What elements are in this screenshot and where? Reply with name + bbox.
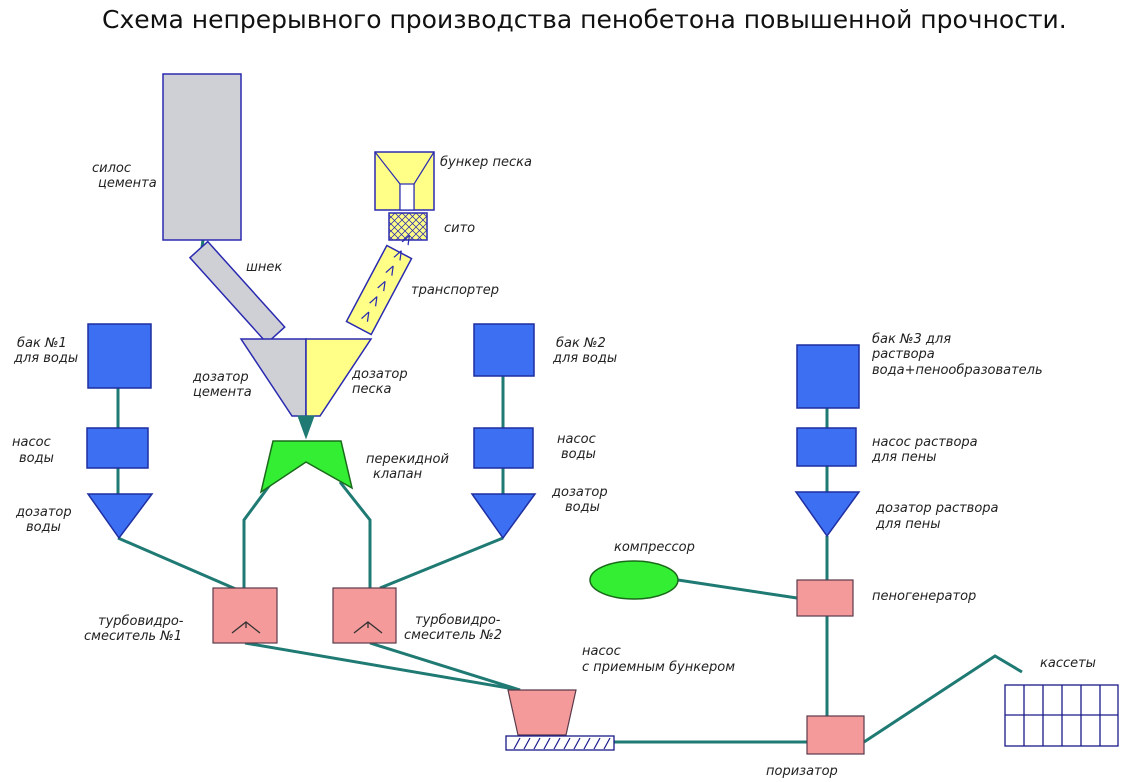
pump-2-label: насос воды bbox=[557, 432, 600, 462]
mixer-1-label: турбовидро- смеситель №1 bbox=[84, 614, 188, 644]
pipes bbox=[116, 239, 1023, 744]
cassettes-label: кассеты bbox=[1040, 656, 1096, 671]
cement-silo-label: силос цемента bbox=[92, 161, 157, 191]
diagram-title: Схема непрерывного производства пенобето… bbox=[102, 5, 1067, 34]
pump-1-label: насос воды bbox=[12, 435, 55, 466]
screw-pump bbox=[505, 735, 615, 751]
sand-doser bbox=[305, 338, 373, 417]
turbo-mixer-1 bbox=[212, 587, 278, 644]
sieve-label: сито bbox=[444, 221, 475, 236]
doser-1-label: дозатор воды bbox=[15, 505, 76, 535]
cassettes bbox=[1004, 684, 1119, 747]
tank-1-label: бак №1 для воды bbox=[13, 336, 78, 366]
doser-2-label: дозатор воды bbox=[551, 485, 612, 515]
water-doser-1 bbox=[86, 493, 154, 540]
valve-label: перекидной клапан bbox=[366, 452, 453, 482]
water-tank-2 bbox=[473, 323, 535, 377]
solution-doser bbox=[794, 491, 861, 538]
solution-tank-3 bbox=[796, 344, 860, 409]
switch-valve bbox=[259, 440, 354, 494]
foam-generator-label: пеногенератор bbox=[872, 589, 976, 604]
water-pump-2 bbox=[473, 427, 534, 469]
auger-label: шнек bbox=[246, 260, 282, 275]
tank-3-label: бак №3 для раствора вода+пенообразовател… bbox=[871, 332, 1043, 378]
tank-2-label: бак №2 для воды bbox=[552, 336, 617, 366]
foam-generator bbox=[796, 579, 854, 617]
cement-doser-label: дозатор цемента bbox=[192, 370, 253, 400]
conveyor-label: транспортер bbox=[411, 283, 499, 298]
porizator bbox=[806, 715, 865, 755]
svg-text:> > > > > >: > > > > > > bbox=[356, 230, 418, 326]
mixer-2-label: турбовидро- смеситель №2 bbox=[404, 613, 505, 643]
water-doser-2 bbox=[470, 493, 537, 540]
doser-3-label: дозатор раствора для пены bbox=[875, 501, 1003, 532]
turbo-mixer-2 bbox=[332, 587, 397, 644]
water-tank-1 bbox=[87, 323, 152, 389]
compressor-label: компрессор bbox=[614, 540, 695, 555]
solution-pump bbox=[796, 427, 857, 467]
sand-hopper-label: бункер песка bbox=[440, 155, 532, 170]
porizator-label: поризатор bbox=[766, 764, 838, 779]
conveyor: > > > > > > bbox=[345, 230, 418, 336]
compressor bbox=[589, 560, 679, 600]
water-pump-1 bbox=[86, 427, 149, 469]
cement-silo bbox=[162, 73, 242, 241]
cement-auger bbox=[188, 240, 286, 345]
hopper-pump-label: насос с приемным бункером bbox=[582, 644, 735, 675]
sieve bbox=[388, 212, 428, 241]
receiving-hopper-pump bbox=[507, 689, 577, 736]
sand-doser-label: дозатор песка bbox=[351, 367, 412, 397]
pump-3-label: насос раствора для пены bbox=[871, 435, 982, 465]
